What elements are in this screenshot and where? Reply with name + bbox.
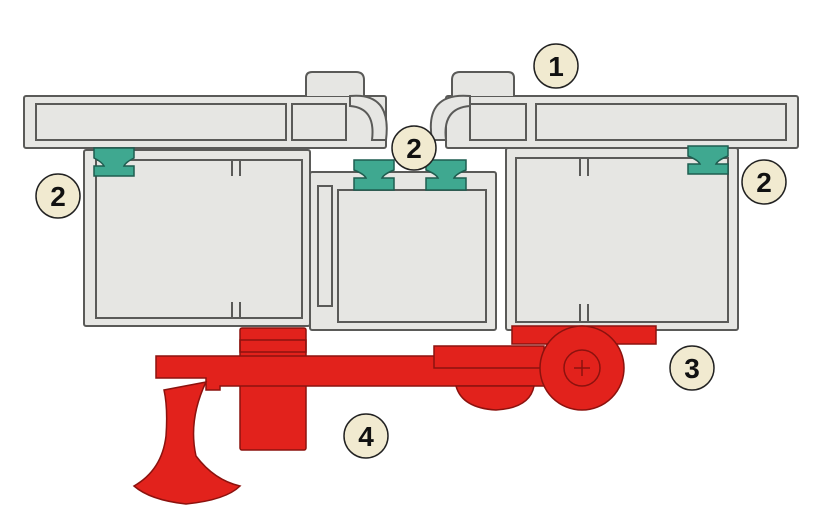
callout-2-center: 2 (391, 125, 437, 171)
callout-2-center-label: 2 (406, 133, 422, 164)
upper-panel-right (429, 71, 799, 149)
callout-2-right: 2 (741, 159, 787, 205)
callout-2-left: 2 (35, 173, 81, 219)
frame-box-left (83, 149, 311, 327)
callout-4: 4 (343, 413, 389, 459)
callout-3: 3 (669, 345, 715, 391)
callout-1-label: 1 (548, 51, 564, 82)
roller-assembly (433, 325, 657, 411)
upper-panel-left (23, 71, 388, 149)
callout-2-left-label: 2 (50, 181, 66, 212)
frame-box-right (505, 147, 739, 331)
callout-4-label: 4 (358, 421, 374, 452)
callout-2-right-label: 2 (756, 167, 772, 198)
callout-3-label: 3 (684, 353, 700, 384)
gasket-left (93, 147, 135, 177)
gasket-center-right (425, 159, 467, 191)
gasket-center-left (353, 159, 395, 191)
callout-1: 1 (533, 43, 579, 89)
frame-box-center (309, 171, 497, 331)
roller-wheel-icon (563, 349, 601, 387)
gasket-right (687, 145, 729, 175)
